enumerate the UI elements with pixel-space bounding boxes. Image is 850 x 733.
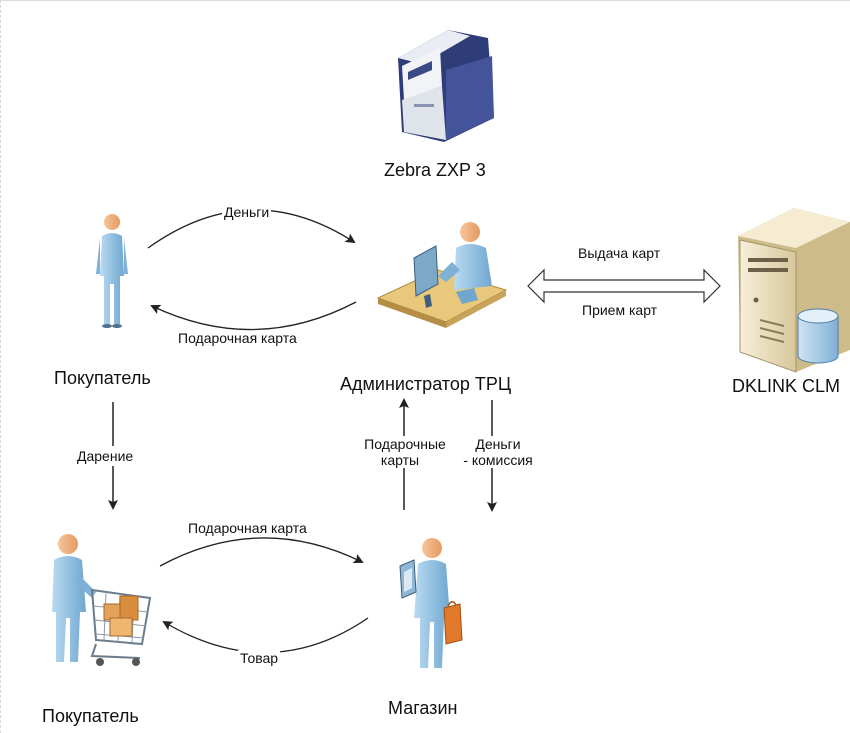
server-database-icon xyxy=(738,208,850,373)
person-icon xyxy=(96,214,128,328)
admin-desk-icon xyxy=(376,222,508,328)
arrow-gift-card-top xyxy=(150,301,357,331)
arrow-gift-card-bottom xyxy=(159,537,364,567)
edge-gift-cards-line1: Подарочные xyxy=(364,436,446,452)
edge-goods-label: Товар xyxy=(238,650,281,667)
server-label: DKLINK CLM xyxy=(732,376,841,396)
edge-issue-cards-label: Выдача карт xyxy=(578,245,661,261)
edge-gifting-label: Дарение xyxy=(77,446,134,467)
shop-clerk-icon xyxy=(399,538,463,668)
printer-label: Zebra ZXP 3 xyxy=(384,160,486,180)
edge-money-fee-line1: Деньги xyxy=(475,436,521,452)
buyer-label: Покупатель xyxy=(54,368,151,388)
edge-receive-cards-label: Прием карт xyxy=(582,302,658,318)
edge-money-label: Деньги xyxy=(222,204,272,221)
edge-gift-card-top-label: Подарочная карта xyxy=(178,330,297,346)
card-printer-icon xyxy=(398,30,494,142)
edge-money-fee-line2: - комиссия xyxy=(463,452,533,469)
edge-gift-card-bottom-label: Подарочная карта xyxy=(188,520,307,536)
arrow-issue-receive-cards xyxy=(527,268,721,304)
edge-money-fee-label: Деньги - комиссия xyxy=(446,436,550,469)
shop-label: Магазин xyxy=(388,698,458,718)
shopper-cart-icon xyxy=(52,534,152,666)
buyer2-label: Покупатель xyxy=(42,706,139,726)
edge-gift-cards-line2: карты xyxy=(380,452,420,469)
edge-gift-cards-label: Подарочные карты xyxy=(346,436,464,469)
admin-label: Администратор ТРЦ xyxy=(340,374,512,394)
arrow-goods xyxy=(162,617,369,654)
